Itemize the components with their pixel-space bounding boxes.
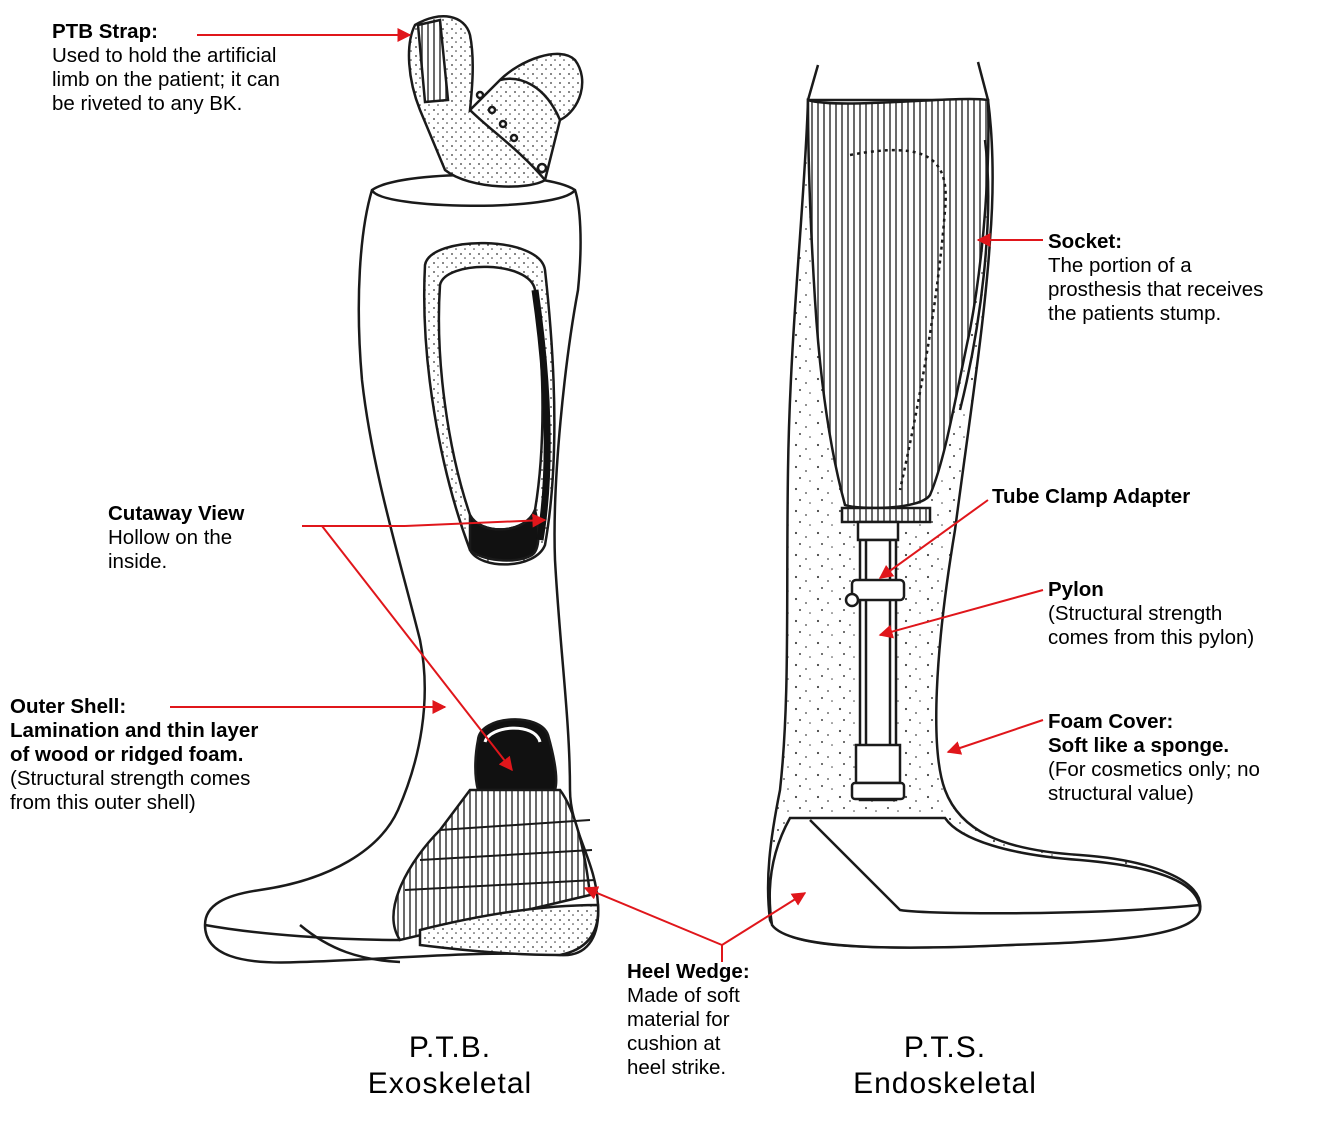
caption-ptb-line-2: Exoskeletal [340,1066,560,1102]
caption-ptb-line-1: P.T.B. [340,1030,560,1066]
foam-cover-bold-1: Soft like a sponge. [1048,734,1260,758]
foam-cover-line-1: (For cosmetics only; no [1048,758,1260,782]
cutaway-line-2: inside. [108,550,244,574]
outer-shell-bold-2: of wood or ridged foam. [10,743,258,767]
ptb-strap-line-3: be riveted to any BK. [52,92,280,116]
cutaway-label: Cutaway View Hollow on the inside. [108,502,244,574]
outer-shell-title: Outer Shell: [10,695,258,719]
ptb-strap-label: PTB Strap: Used to hold the artificial l… [52,20,280,116]
heel-wedge-line-3: cushion at [627,1032,750,1056]
ptb-lower-cutaway [475,719,556,790]
caption-pts-line-1: P.T.S. [825,1030,1065,1066]
outer-shell-label: Outer Shell: Lamination and thin layer o… [10,695,258,815]
pylon-label: Pylon (Structural strength comes from th… [1048,578,1254,650]
ptb-strap-line-1: Used to hold the artificial [52,44,280,68]
heel-wedge-title: Heel Wedge: [627,960,750,984]
cutaway-title: Cutaway View [108,502,244,526]
heel-wedge-line-2: material for [627,1008,750,1032]
pylon-line-2: comes from this pylon) [1048,626,1254,650]
pylon-title: Pylon [1048,578,1254,602]
ptb-strap-line-2: limb on the patient; it can [52,68,280,92]
foam-cover-title: Foam Cover: [1048,710,1260,734]
pts-tube-clamp [842,508,930,522]
tube-clamp-label: Tube Clamp Adapter [992,485,1190,509]
outer-shell-line-2: from this outer shell) [10,791,258,815]
socket-line-1: The portion of a [1048,254,1263,278]
heel-wedge-line-4: heel strike. [627,1056,750,1080]
arrow-heel-wedge-b [585,888,722,945]
heel-wedge-label: Heel Wedge: Made of soft material for cu… [627,960,750,1080]
cutaway-line-1: Hollow on the [108,526,244,550]
socket-label: Socket: The portion of a prosthesis that… [1048,230,1263,326]
ptb-strap-title: PTB Strap: [52,20,280,44]
foam-cover-label: Foam Cover: Soft like a sponge. (For cos… [1048,710,1260,806]
outer-shell-bold-1: Lamination and thin layer [10,719,258,743]
heel-wedge-line-1: Made of soft [627,984,750,1008]
arrow-foam-cover [948,720,1043,752]
outer-shell-line-1: (Structural strength comes [10,767,258,791]
tube-clamp-title: Tube Clamp Adapter [992,485,1190,509]
caption-pts: P.T.S. Endoskeletal [825,1030,1065,1102]
socket-line-3: the patients stump. [1048,302,1263,326]
caption-ptb: P.T.B. Exoskeletal [340,1030,560,1102]
ptb-leg-illustration [205,16,598,962]
pylon-line-1: (Structural strength [1048,602,1254,626]
socket-title: Socket: [1048,230,1263,254]
caption-pts-line-2: Endoskeletal [825,1066,1065,1102]
foam-cover-line-2: structural value) [1048,782,1260,806]
socket-line-2: prosthesis that receives [1048,278,1263,302]
